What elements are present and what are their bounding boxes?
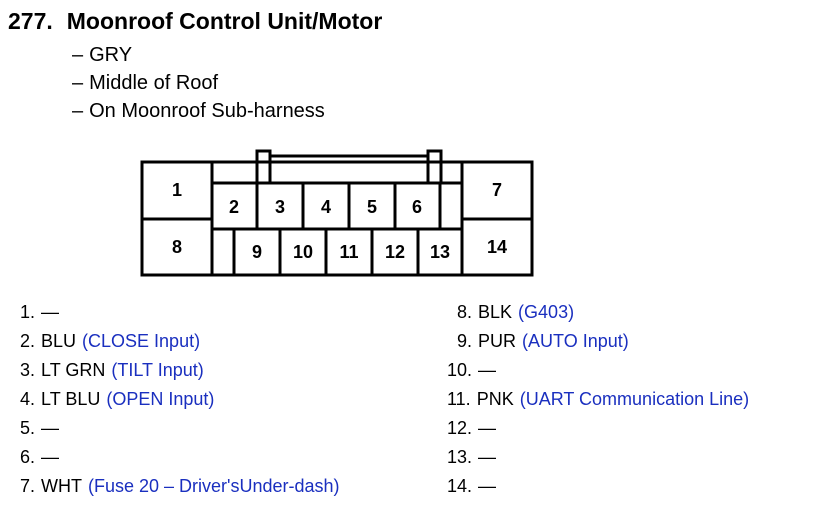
legend-row-pin-13: 13.— <box>447 446 496 468</box>
pin-number: 4. <box>20 389 36 409</box>
wire-function: (UART Communication Line) <box>519 389 750 409</box>
legend-row-pin-7: 7.WHT (Fuse 20 – Driver'sUnder-dash) <box>20 475 340 497</box>
detail-dash: – <box>72 72 84 94</box>
legend-row-pin-6: 6.— <box>20 446 59 468</box>
wire-function: (AUTO Input) <box>522 331 629 351</box>
wire-function: (CLOSE Input) <box>82 331 201 351</box>
wire-color: — <box>478 447 497 467</box>
wire-function: (G403) <box>518 302 575 322</box>
pin-number: 13. <box>447 447 473 467</box>
wire-function: (Fuse 20 – Driver'sUnder-dash) <box>88 476 340 496</box>
pin-8-label: 8 <box>172 237 182 257</box>
legend-row-pin-5: 5.— <box>20 417 59 439</box>
pin-number: 12. <box>447 418 473 438</box>
detail-harness: –On Moonroof Sub-harness <box>72 99 325 123</box>
detail-color-text: GRY <box>89 44 133 66</box>
pin-7-label: 7 <box>492 180 502 200</box>
pin-2-label: 2 <box>229 197 239 217</box>
pin-4-label: 4 <box>321 197 331 217</box>
pin-9-label: 9 <box>252 242 262 262</box>
connector-title: 277. Moonroof Control Unit/Motor <box>8 8 382 35</box>
detail-location: –Middle of Roof <box>72 71 218 95</box>
pin-number: 11. <box>447 389 471 409</box>
wire-color: PUR <box>478 331 517 351</box>
legend-row-pin-14: 14.— <box>447 475 496 497</box>
legend-row-pin-3: 3.LT GRN(TILT Input) <box>20 359 204 381</box>
wire-color: WHT <box>41 476 82 496</box>
legend-row-pin-10: 10.— <box>447 359 496 381</box>
pin-number: 9. <box>457 331 473 351</box>
pin-number: 6. <box>20 447 36 467</box>
connector-number: 277. <box>8 8 53 34</box>
wire-color: — <box>478 476 497 496</box>
legend-row-pin-9: 9.PUR(AUTO Input) <box>457 330 629 352</box>
detail-dash: – <box>72 100 84 122</box>
wire-color: — <box>478 418 497 438</box>
pin-1-label: 1 <box>172 180 182 200</box>
pin-13-label: 13 <box>430 242 450 262</box>
wire-function: (TILT Input) <box>111 360 204 380</box>
pin-number: 1. <box>20 302 36 322</box>
wire-color: LT GRN <box>41 360 106 380</box>
wire-color: — <box>41 418 60 438</box>
connector-name: Moonroof Control Unit/Motor <box>66 8 383 34</box>
pin-number: 10. <box>447 360 473 380</box>
pin-14-label: 14 <box>487 237 507 257</box>
pin-number: 7. <box>20 476 36 496</box>
detail-dash: – <box>72 44 84 66</box>
legend-row-pin-2: 2.BLU(CLOSE Input) <box>20 330 200 352</box>
pin-number: 3. <box>20 360 36 380</box>
pin-number: 14. <box>447 476 473 496</box>
pin-number: 2. <box>20 331 36 351</box>
legend-row-pin-11: 11.PNK(UART Communication Line) <box>447 388 749 410</box>
legend-row-pin-4: 4.LT BLU(OPEN Input) <box>20 388 214 410</box>
wire-color: PNK <box>476 389 514 409</box>
detail-harness-text: On Moonroof Sub-harness <box>89 100 325 122</box>
legend-row-pin-1: 1.— <box>20 301 59 323</box>
connector-lock-tab <box>255 149 443 185</box>
pin-number: 8. <box>457 302 473 322</box>
wire-color: LT BLU <box>41 389 101 409</box>
wire-color: — <box>41 302 60 322</box>
legend-row-pin-12: 12.— <box>447 417 496 439</box>
pin-3-label: 3 <box>275 197 285 217</box>
wire-function: (OPEN Input) <box>106 389 215 409</box>
pin-5-label: 5 <box>367 197 377 217</box>
pin-12-label: 12 <box>385 242 405 262</box>
legend-row-pin-8: 8.BLK(G403) <box>457 301 574 323</box>
wire-color: — <box>478 360 497 380</box>
wire-color: BLU <box>41 331 77 351</box>
connector-outline <box>140 160 534 277</box>
pin-11-label: 11 <box>339 242 358 262</box>
pin-6-label: 6 <box>412 197 422 217</box>
wire-color: BLK <box>478 302 513 322</box>
wire-color: — <box>41 447 60 467</box>
pin-number: 5. <box>20 418 36 438</box>
pin-10-label: 10 <box>293 242 313 262</box>
detail-location-text: Middle of Roof <box>89 72 219 94</box>
detail-color: –GRY <box>72 43 132 67</box>
